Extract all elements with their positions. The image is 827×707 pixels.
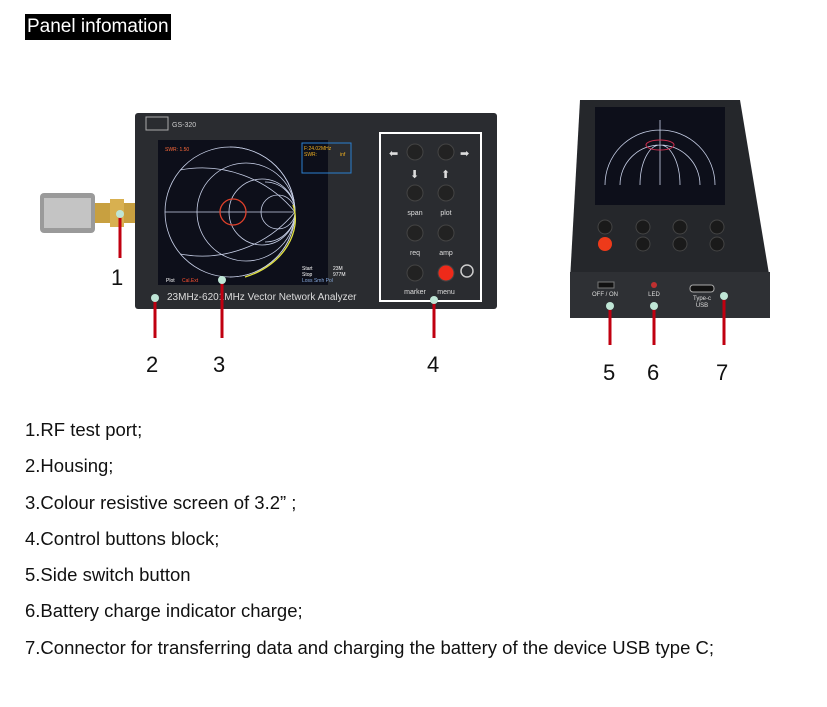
button-span-label: span (407, 210, 422, 217)
list-item: 1.RF test port; (25, 419, 143, 440)
callout-4: 4 (427, 352, 440, 377)
front-device-image: GS-320 SWR: 1.50 F:24.02MHz SWR: inf Sta… (40, 100, 770, 345)
svg-text:⬇: ⬇ (410, 169, 419, 181)
list-item: 4.Control buttons block; (25, 527, 220, 549)
list-item: 3.Colour resistive screen of 3.2” ; (25, 491, 297, 513)
side-device-image: OFF / ON LED Type-c USB (570, 100, 770, 318)
screen-marker-freq: F:24.02MHz (304, 146, 332, 152)
model-label: GS-320 (172, 122, 196, 129)
usb-label-1: Type-c (693, 296, 711, 302)
button-marker-label: marker (404, 289, 426, 296)
screen-marker-swr-value: inf (340, 152, 346, 158)
callout-1: 1 (111, 265, 124, 290)
section-title: Panel infomation (25, 14, 171, 40)
usb-label-2: USB (696, 303, 708, 309)
callout-6: 6 (647, 360, 660, 385)
callout-dots (116, 210, 728, 310)
callout-3: 3 (213, 352, 226, 377)
callout-7: 7 (716, 360, 729, 385)
component-list: 1.RF test port; 2.Housing; 3.Colour resi… (25, 418, 714, 672)
callout-2: 2 (146, 352, 159, 377)
list-item: 5.Side switch button (25, 564, 191, 586)
svg-text:⬅: ⬅ (389, 148, 398, 160)
switch-label: OFF / ON (592, 292, 618, 298)
list-item: 7.Connector for transferring data and ch… (25, 636, 714, 658)
button-amp-label: amp (439, 250, 453, 257)
device-caption: 23MHz-6201MHz Vector Network Analyzer (167, 292, 357, 303)
svg-text:➡: ➡ (460, 148, 469, 160)
led-label: LED (648, 292, 660, 298)
screen-marker-swr-label: SWR: (304, 152, 317, 158)
button-menu-label: menu (437, 289, 455, 296)
callout-5: 5 (603, 360, 616, 385)
button-plot-label: plot (440, 210, 451, 217)
screen-bottom-right: Loss Smh Pol (302, 278, 333, 284)
logo (145, 116, 169, 131)
screen-plot: Plot (166, 278, 175, 284)
screen-stop-label: Stop (302, 272, 313, 278)
screen-start-label: Start (302, 266, 313, 272)
button-req-label: req (410, 250, 420, 257)
trace (244, 204, 296, 278)
swr-circle (219, 198, 247, 226)
list-item: 6.Battery charge indicator charge; (25, 600, 303, 622)
screen-cal: Cal.Ext (182, 278, 199, 284)
svg-text:⬆: ⬆ (441, 169, 450, 181)
callout-lines (118, 216, 726, 345)
control-buttons (406, 143, 474, 282)
screen-start-value: 23M (333, 266, 343, 272)
arrow-icons: ⬅ ➡ ⬇ ⬆ (389, 148, 469, 181)
list-item: 2.Housing; (25, 455, 114, 477)
screen-stop-value: 977M (333, 272, 346, 278)
screen-swr: SWR: 1.50 (165, 147, 189, 153)
